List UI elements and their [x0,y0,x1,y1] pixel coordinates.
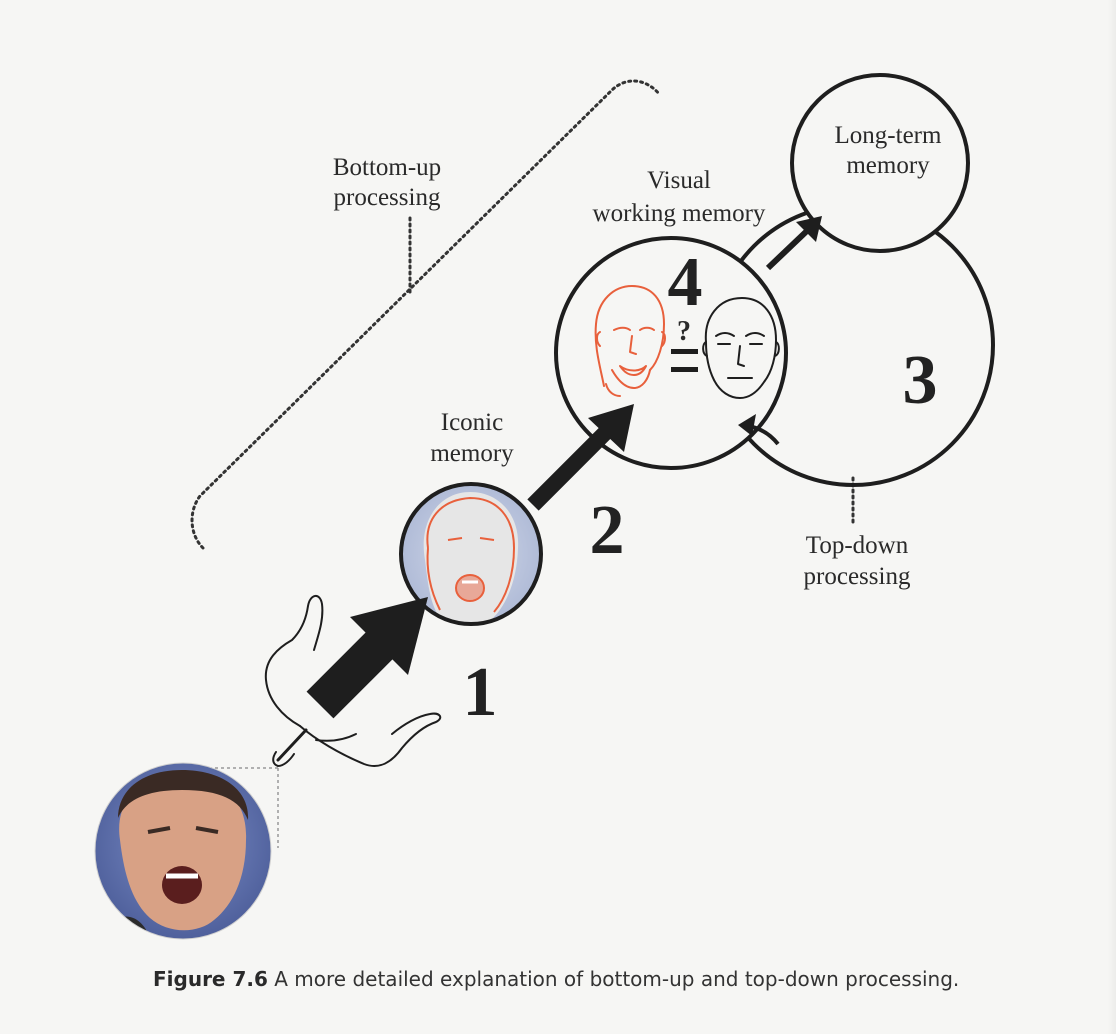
arrow-to-working-memory [527,404,634,511]
long-term-memory-label-line1: Long-term [835,122,942,149]
page-edge [1108,0,1116,1034]
iconic-memory-circle [399,482,543,626]
black-outline-face-icon [702,297,780,399]
grayscale-face [423,492,519,623]
iconic-memory-label-line1: Iconic [441,409,503,436]
visual-working-memory-label-line1: Visual [647,167,711,194]
drawing-hand-icon [264,595,442,767]
long-term-memory-circle [790,73,970,253]
red-outline-face-icon [594,285,666,397]
arrow-to-long-term-memory [765,216,822,271]
visual-working-memory-label-line2: working memory [593,200,766,227]
step-number-3: 3 [903,342,938,419]
top-down-label-line1: Top-down [806,532,909,559]
bottom-up-bracket [190,79,662,550]
bottom-up-label-line2: processing [334,184,441,211]
step-number-2: 2 [590,492,625,569]
iconic-memory-label-line2: memory [430,440,514,467]
equals-sign [671,349,698,372]
top-down-label-line2: processing [804,563,911,590]
step-number-4: 4 [668,244,703,321]
figure-label: Figure 7.6 [153,967,268,991]
long-term-memory-label-line2: memory [846,152,930,179]
figure-caption: Figure 7.6 A more detailed explanation o… [153,967,1083,991]
face-photo [94,762,272,940]
figure-caption-text: A more detailed explanation of bottom-up… [267,967,960,991]
question-mark: ? [677,316,691,347]
arrow-to-iconic-memory [306,597,428,719]
bottom-up-label-line1: Bottom-up [333,154,441,181]
step-number-1: 1 [463,654,498,731]
arrow-top-down-return [738,414,780,446]
